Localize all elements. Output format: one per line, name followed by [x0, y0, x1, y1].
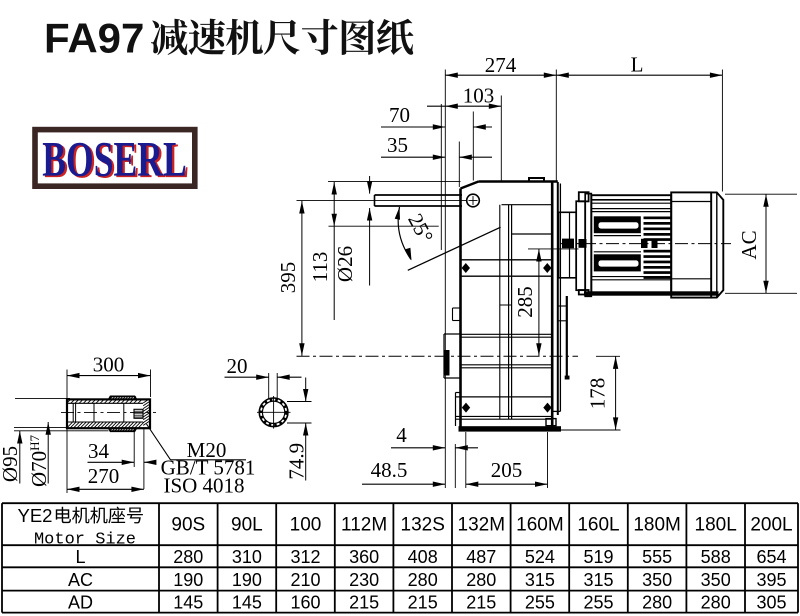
svg-text:555: 555 — [642, 547, 672, 567]
svg-text:350: 350 — [701, 570, 731, 590]
svg-text:210: 210 — [290, 570, 320, 590]
svg-text:180L: 180L — [695, 515, 737, 536]
svg-text:Motor Size: Motor Size — [34, 531, 136, 550]
svg-text:ISO 4018: ISO 4018 — [163, 474, 244, 498]
svg-text:48.5: 48.5 — [371, 458, 408, 482]
svg-text:BOSERL: BOSERL — [44, 134, 189, 188]
svg-text:34: 34 — [88, 439, 110, 463]
svg-text:112M: 112M — [341, 515, 387, 536]
svg-text:Ø95: Ø95 — [0, 446, 22, 482]
svg-text:132S: 132S — [401, 515, 445, 536]
svg-text:4: 4 — [396, 423, 407, 447]
svg-text:487: 487 — [466, 547, 496, 567]
svg-text:160M: 160M — [516, 515, 564, 536]
svg-text:350: 350 — [642, 570, 672, 590]
svg-text:178: 178 — [586, 378, 610, 410]
svg-text:FA97: FA97 — [44, 15, 144, 62]
svg-text:274: 274 — [485, 53, 517, 77]
svg-text:305: 305 — [756, 593, 786, 613]
svg-text:280: 280 — [642, 593, 672, 613]
svg-text:200L: 200L — [750, 515, 792, 536]
svg-text:230: 230 — [349, 570, 379, 590]
svg-text:654: 654 — [756, 547, 786, 567]
svg-text:180M: 180M — [633, 515, 681, 536]
svg-text:GB/T 5781: GB/T 5781 — [161, 456, 256, 480]
svg-text:310: 310 — [232, 547, 262, 567]
svg-text:315: 315 — [583, 570, 613, 590]
svg-text:588: 588 — [701, 547, 731, 567]
svg-text:AC: AC — [68, 570, 93, 590]
svg-text:215: 215 — [408, 593, 438, 613]
svg-text:215: 215 — [349, 593, 379, 613]
svg-text:160: 160 — [290, 593, 320, 613]
svg-text:312: 312 — [290, 547, 320, 567]
svg-text:190: 190 — [173, 570, 203, 590]
svg-text:205: 205 — [491, 458, 523, 482]
svg-text:280: 280 — [466, 570, 496, 590]
svg-text:280: 280 — [408, 570, 438, 590]
svg-text:395: 395 — [756, 570, 786, 590]
svg-text:132M: 132M — [458, 515, 506, 536]
svg-text:160L: 160L — [577, 515, 619, 536]
svg-text:100: 100 — [290, 515, 322, 536]
svg-text:315: 315 — [525, 570, 555, 590]
svg-text:360: 360 — [349, 547, 379, 567]
svg-text:Ø26: Ø26 — [333, 246, 357, 282]
svg-text:215: 215 — [466, 593, 496, 613]
svg-text:395: 395 — [276, 262, 300, 294]
svg-text:L: L — [631, 53, 644, 77]
svg-text:70: 70 — [389, 103, 410, 127]
svg-text:524: 524 — [525, 547, 555, 567]
svg-text:519: 519 — [583, 547, 613, 567]
svg-text:255: 255 — [583, 593, 613, 613]
svg-text:YE2: YE2 — [18, 505, 53, 526]
svg-text:90S: 90S — [171, 515, 205, 536]
svg-text:35: 35 — [387, 133, 408, 157]
svg-text:270: 270 — [88, 464, 120, 488]
svg-text:AC: AC — [737, 230, 761, 259]
svg-text:190: 190 — [232, 570, 262, 590]
svg-text:300: 300 — [93, 352, 125, 376]
svg-text:145: 145 — [232, 593, 262, 613]
svg-text:408: 408 — [408, 547, 438, 567]
svg-text:M20: M20 — [187, 438, 227, 462]
svg-text:255: 255 — [525, 593, 555, 613]
svg-text:280: 280 — [173, 547, 203, 567]
svg-text:90L: 90L — [231, 515, 263, 536]
svg-text:285: 285 — [513, 286, 537, 318]
svg-text:20: 20 — [227, 354, 248, 378]
svg-text:280: 280 — [701, 593, 731, 613]
svg-text:113: 113 — [308, 252, 332, 283]
svg-text:74.9: 74.9 — [285, 443, 309, 480]
svg-text:AD: AD — [68, 593, 93, 613]
svg-text:145: 145 — [173, 593, 203, 613]
svg-text:L: L — [75, 547, 85, 567]
svg-text:BOSERL: BOSERL — [42, 133, 187, 187]
svg-text:103: 103 — [463, 84, 495, 108]
